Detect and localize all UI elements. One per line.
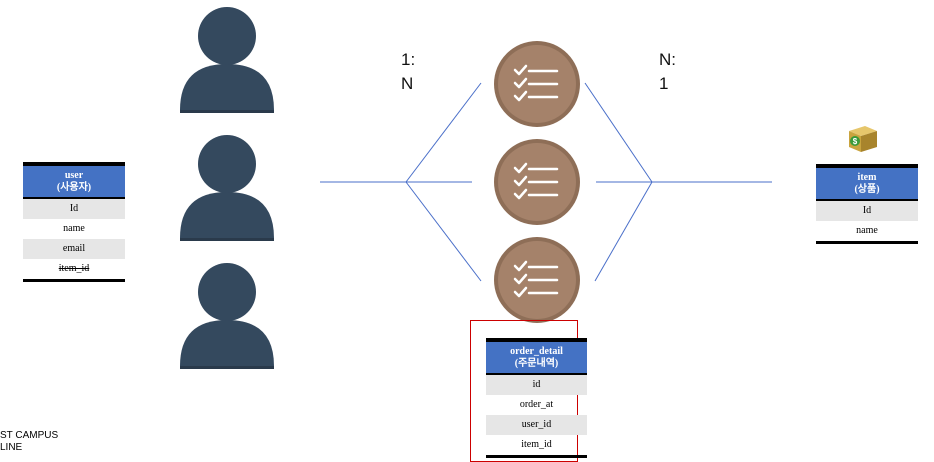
item-table-subtitle: (상품) <box>854 184 880 195</box>
item-field-id: Id <box>816 201 918 221</box>
checklist-icon <box>494 139 580 225</box>
item-table: item (상품) Id name <box>816 164 918 244</box>
relation-left-label: 1: N <box>401 50 416 93</box>
user-table-header: user (사용자) <box>23 166 125 199</box>
item-table-header: item (상품) <box>816 168 918 201</box>
order-detail-table: order_detail (주문내역) id order_at user_id … <box>486 338 587 458</box>
money-box-icon: $ <box>849 126 877 152</box>
relationship-lines <box>320 82 772 282</box>
order-detail-field-id: id <box>486 375 587 395</box>
order-detail-table-subtitle: (주문내역) <box>514 358 559 369</box>
order-detail-field-item-id: item_id <box>521 439 552 450</box>
svg-text:$: $ <box>853 137 858 146</box>
relation-right-label: N: 1 <box>659 50 676 93</box>
user-table: user (사용자) Id name email item_id <box>23 162 125 282</box>
footer-text: ST CAMPUS LINE <box>0 430 59 453</box>
user-table-title: user <box>64 170 84 181</box>
order-detail-field-user-id: user_id <box>486 415 587 435</box>
order-detail-field-order-at: order_at <box>519 399 554 410</box>
item-table-title: item <box>857 172 877 183</box>
item-field-name: name <box>856 225 878 236</box>
order-detail-table-header: order_detail (주문내역) <box>486 342 587 375</box>
user-field-item-id: item_id <box>58 263 90 274</box>
checklist-icon <box>494 237 580 323</box>
user-table-subtitle: (사용자) <box>56 182 92 193</box>
user-field-email: email <box>23 239 125 259</box>
user-field-name: name <box>63 223 85 234</box>
person-icon <box>180 263 274 369</box>
order-detail-table-title: order_detail <box>510 346 563 357</box>
person-icon <box>180 135 274 241</box>
checklist-icon <box>494 41 580 127</box>
user-field-id: Id <box>23 199 125 219</box>
person-icon <box>180 7 274 113</box>
